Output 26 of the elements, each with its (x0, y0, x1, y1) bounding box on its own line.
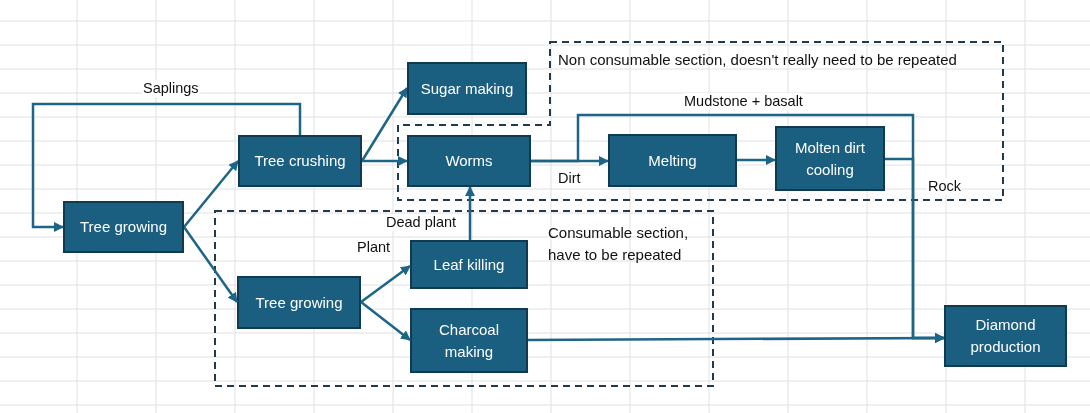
section-note: Consumable section, have to be repeated (548, 223, 690, 265)
process-box: Tree crushing (238, 135, 362, 187)
arrow (737, 155, 776, 165)
arrow (362, 156, 408, 166)
process-box: Sugar making (407, 62, 527, 115)
process-box: Worms (407, 135, 531, 187)
edge-label: Rock (927, 178, 963, 196)
arrow (360, 301, 411, 341)
process-box: Melting (608, 134, 737, 187)
process-box: Tree growing (237, 276, 361, 329)
arrow (182, 226, 239, 303)
process-box: Diamond production (944, 305, 1067, 367)
arrow (360, 265, 411, 303)
arrow (360, 87, 409, 162)
process-box: Molten dirt cooling (775, 126, 885, 191)
section-note: Non consumable section, doesn't really need to be repeated (558, 50, 958, 70)
process-box: Leaf killing (410, 240, 528, 289)
arrow (31, 102, 302, 232)
edge-label: Mudstone + basalt (683, 93, 804, 111)
arrow (528, 333, 945, 344)
arrow (183, 160, 239, 228)
process-box: Charcoal making (410, 308, 528, 373)
edge-label: Dead plant (385, 214, 458, 232)
arrow (465, 186, 475, 240)
edge-label: Saplings (142, 80, 200, 98)
process-box: Tree growing (63, 201, 184, 253)
